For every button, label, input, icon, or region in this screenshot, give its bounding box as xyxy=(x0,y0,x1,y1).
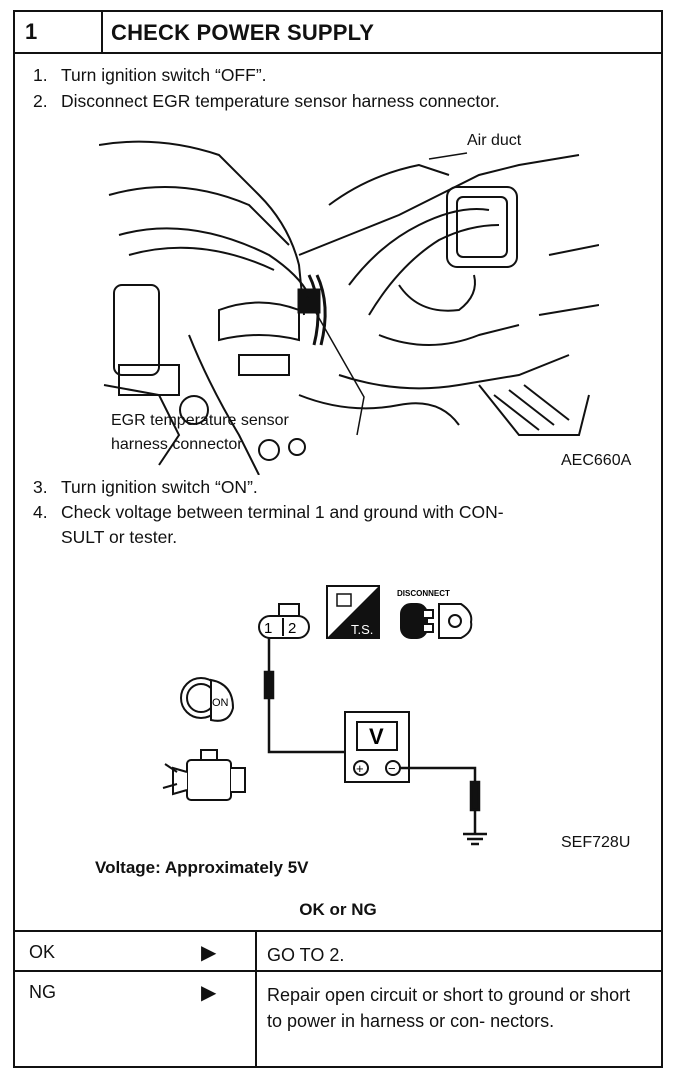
instruction-4: 4. Check voltage between terminal 1 and g… xyxy=(33,501,504,523)
result-table: OK ▶ GO TO 2. NG ▶ Repair open circuit o… xyxy=(15,930,661,1066)
result-row-ok: OK ▶ GO TO 2. xyxy=(15,930,661,970)
terminal-2-label: 2 xyxy=(288,620,296,637)
column-divider xyxy=(255,972,257,1066)
step-title: CHECK POWER SUPPLY xyxy=(111,20,375,45)
instruction-2-number: 2. xyxy=(33,91,48,111)
arrow-icon: ▶ xyxy=(201,942,217,964)
voltage-spec: Voltage: Approximately 5V xyxy=(95,858,309,877)
instruction-4-continuation: SULT or tester. xyxy=(61,527,178,547)
instruction-1: 1. Turn ignition switch “OFF”. xyxy=(33,64,267,86)
ok-or-ng-heading: OK or NG xyxy=(299,900,377,919)
procedure-page: 1 CHECK POWER SUPPLY 1. Turn ignition swi… xyxy=(13,10,663,1068)
air-duct-callout: Air duct xyxy=(467,132,522,149)
ignition-switch-icon xyxy=(180,677,235,722)
engine-icon xyxy=(162,749,246,801)
instruction-4-number: 4. xyxy=(33,502,48,522)
result-action-ng: Repair open circuit or short to ground o… xyxy=(267,985,631,1031)
ts-label: T.S. xyxy=(351,622,373,637)
disconnect-icon xyxy=(400,603,473,639)
step-header: 1 CHECK POWER SUPPLY xyxy=(15,12,661,54)
step-number: 1 xyxy=(15,12,103,52)
column-divider xyxy=(255,932,257,970)
terminal-1-label: 1 xyxy=(264,620,272,637)
instruction-3: 3. Turn ignition switch “ON”. xyxy=(33,476,258,498)
ts-icon xyxy=(326,585,380,639)
instruction-3-text: Turn ignition switch “ON”. xyxy=(61,477,258,497)
arrow-icon: ▶ xyxy=(201,982,217,1004)
instruction-4-text: Check voltage between terminal 1 and gro… xyxy=(61,502,504,522)
result-action-ok: GO TO 2. xyxy=(267,945,345,965)
figure2-code: SEF728U xyxy=(561,834,631,851)
instruction-3-number: 3. xyxy=(33,477,48,497)
instruction-2-text: Disconnect EGR temperature sensor harnes… xyxy=(61,91,500,111)
disconnect-label: DISCONNECT xyxy=(397,589,450,598)
figure1-code: AEC660A xyxy=(561,452,632,469)
voltmeter xyxy=(344,711,410,783)
result-key-ng: NG xyxy=(29,982,56,1002)
instruction-1-text: Turn ignition switch “OFF”. xyxy=(61,65,267,85)
negative-terminal-label: − xyxy=(388,761,396,776)
voltage-check-diagram: 1 2 T.S. DISCONNECT ON xyxy=(162,585,487,846)
ignition-on-label: ON xyxy=(212,697,229,709)
result-row-ng: NG ▶ Repair open circuit or short to gro… xyxy=(15,970,661,1066)
instruction-1-number: 1. xyxy=(33,65,48,85)
engine-bay-illustration xyxy=(99,140,599,475)
harness-connector xyxy=(258,603,310,639)
voltmeter-label: V xyxy=(369,724,384,749)
sensor-callout-line1: EGR temperature sensor xyxy=(111,412,289,429)
result-key-ok: OK xyxy=(29,942,56,962)
sensor-callout-line2: harness connector xyxy=(111,436,243,453)
positive-terminal-label: + xyxy=(356,761,364,776)
instruction-2: 2. Disconnect EGR temperature sensor harn… xyxy=(33,90,500,112)
